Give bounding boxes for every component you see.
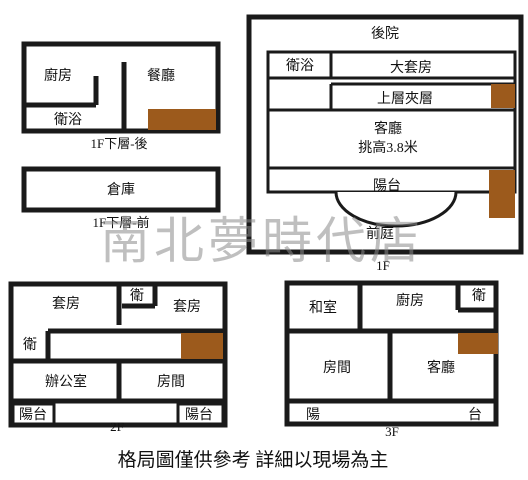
room-label-japanese-room: 和室 [309, 299, 337, 316]
room-label-balcony: 陽台 [19, 407, 47, 423]
plan-3f: 和室 廚房 衛 房間 客廳 陽 台 3F [284, 280, 499, 439]
room-label-bath: 衛 [130, 288, 144, 304]
plan-1f-front-outline [21, 166, 221, 213]
plan-1f-back-outline [21, 41, 221, 134]
balcony-right [176, 402, 225, 426]
room-label-storage: 倉庫 [107, 181, 135, 198]
plan-1f: 後院 衛浴 大套房 上層夾層 客廳 挑高3.8米 陽台 前庭 1F [246, 14, 524, 273]
room-label-bath: 衛浴 [54, 112, 82, 128]
room-label-bath: 衛 [23, 337, 37, 353]
balcony-left [11, 402, 56, 426]
plan-caption-1f-front: 1F下層-前 [92, 215, 149, 230]
stair-block [489, 170, 515, 218]
room-label-balcony: 陽台 [373, 178, 401, 194]
room-label-balcony-left: 陽 [306, 407, 320, 423]
stair-block [458, 333, 498, 354]
stair-block [148, 109, 216, 130]
room-label-balcony-right: 台 [468, 407, 482, 423]
room-label-ceiling-height: 挑高3.8米 [358, 139, 418, 156]
plan-1f-front: 倉庫 1F下層-前 [21, 166, 221, 230]
plan-caption-1f: 1F [376, 258, 390, 273]
plan-caption-3f: 3F [385, 424, 399, 439]
balcony-curve [334, 191, 458, 228]
room-label-bath: 衛 [472, 288, 486, 304]
disclaimer-footer: 格局圖僅供參考 詳細以現場為主 [118, 449, 389, 471]
store-watermark: 南北夢時代店 [100, 212, 424, 270]
room-label-suite: 套房 [173, 299, 201, 315]
room-label-front-yard: 前庭 [366, 225, 394, 242]
room-label-master-suite: 大套房 [390, 60, 432, 76]
plan-1f-back: 廚房 餐廳 衛浴 1F下層-後 [21, 41, 221, 151]
room-label-balcony: 陽台 [185, 407, 213, 423]
room-label-suite: 套房 [52, 296, 80, 312]
room-label-dining: 餐廳 [147, 67, 175, 84]
plan-2f: 套房 衛 套房 衛 辦公室 房間 陽台 陽台 2F [8, 281, 228, 434]
room-label-backyard: 後院 [371, 26, 399, 42]
room-label-bath: 衛浴 [286, 58, 314, 74]
stair-block [181, 333, 223, 359]
plan-caption-1f-back: 1F下層-後 [90, 136, 147, 151]
stair-block [491, 84, 515, 108]
room-label-room: 房間 [323, 360, 351, 376]
room-label-office: 辦公室 [45, 373, 87, 390]
room-label-mezzanine: 上層夾層 [377, 91, 433, 107]
room-label-living: 客廳 [427, 359, 455, 376]
room-label-room: 房間 [157, 374, 185, 390]
room-label-kitchen: 廚房 [44, 67, 72, 84]
room-label-living: 客廳 [374, 120, 402, 137]
room-label-kitchen: 廚房 [396, 292, 424, 309]
plan-1f-outline [246, 14, 524, 255]
plan-caption-2f: 2F [110, 419, 124, 434]
